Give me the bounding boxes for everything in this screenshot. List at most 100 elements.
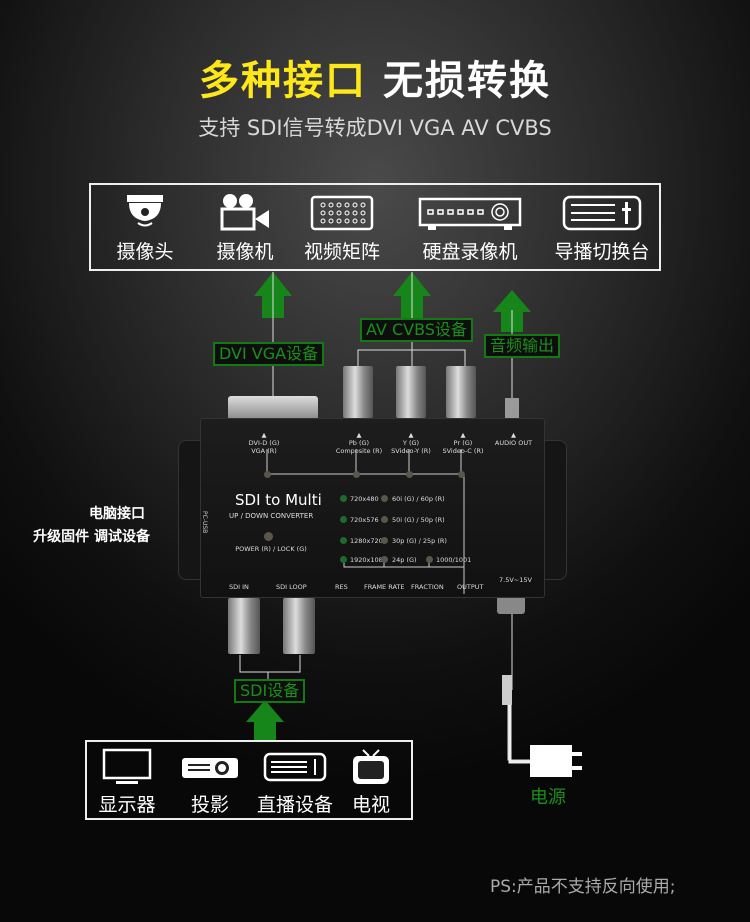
label-audio-out: 音频输出	[484, 334, 561, 358]
dvr-icon	[418, 197, 522, 230]
switcher-icon	[562, 195, 642, 231]
input-device-item: 电视	[341, 748, 401, 817]
label-power: 电源	[530, 787, 566, 808]
panel-lines	[266, 449, 465, 594]
up-arrow-icon	[246, 700, 284, 742]
dome-camera-icon	[127, 195, 163, 227]
input-device-item: 显示器	[93, 748, 161, 817]
input-device-label: 投影	[190, 794, 229, 816]
led-res-1920x1080	[340, 556, 347, 563]
led-fr	[381, 495, 388, 502]
output-device-label: 硬盘录像机	[422, 241, 518, 263]
audio-jack	[505, 398, 519, 418]
pc-port-desc: 升级固件 调试设备	[33, 529, 150, 545]
port-label-line: SVideo-C (R)	[442, 447, 484, 455]
led-fr	[381, 537, 388, 544]
output-device-item: 导播切换台	[549, 193, 655, 264]
output-device-label: 摄像头	[116, 241, 174, 263]
res-label: 1920x1080	[350, 556, 387, 564]
led-power-lock	[264, 532, 273, 541]
device-subtitle: UP / DOWN CONVERTER	[229, 512, 314, 520]
bnc-connector-pr	[446, 366, 476, 418]
page-title: 多种接口 无损转换	[0, 48, 750, 106]
fr-label: 60i (G) / 60p (R)	[392, 495, 445, 503]
led-dvi	[264, 471, 271, 478]
led-pr	[458, 471, 465, 478]
bottom-port-label: FRACTION	[411, 583, 444, 591]
tv-icon	[353, 749, 389, 784]
output-device-item: 视频矩阵	[297, 193, 387, 264]
output-device-label: 摄像机	[216, 241, 274, 263]
port-label-dvi: ▲DVI-D (G)VGA (R)	[248, 431, 280, 455]
pc-usb-label: PC-USB	[201, 511, 208, 534]
bnc-connector-sdi-loop	[283, 598, 315, 654]
output-device-item: 摄像头	[105, 193, 185, 264]
output-device-label: 导播切换台	[554, 241, 650, 263]
output-devices-box: 摄像头 摄像机 视频矩阵 硬盘录像机 导播切换台	[89, 183, 661, 271]
power-jack	[497, 596, 525, 614]
led-res-720x576	[340, 516, 347, 523]
output-device-item: 硬盘录像机	[407, 193, 533, 264]
bottom-port-label: SDI LOOP	[276, 583, 307, 591]
bottom-port-label: RES	[335, 583, 348, 591]
port-label-line: Pb (G)	[348, 439, 370, 447]
port-label-line: SVideo-Y (R)	[391, 447, 431, 455]
bnc-connector-y	[396, 366, 426, 418]
note-text: PS:产品不支持反向使用;	[490, 877, 676, 897]
broadcast-device-icon	[263, 752, 327, 782]
input-device-label: 显示器	[98, 794, 156, 816]
input-devices-box: 显示器 投影 直播设备 电视	[85, 740, 413, 820]
bottom-port-label: SDI IN	[229, 583, 249, 591]
page-subtitle: 支持 SDI信号转成DVI VGA AV CVBS	[198, 116, 552, 140]
pc-port-label: 电脑接口	[89, 506, 145, 522]
title-rest: 无损转换	[367, 58, 551, 104]
converter-device: ▲DVI-D (G)VGA (R) ▲Pb (G)Composite (R) ▲…	[200, 418, 545, 598]
power-lock-label: POWER (R) / LOCK (G)	[235, 545, 307, 553]
fraction-label: 1000/1001	[436, 556, 472, 564]
led-res-720x480	[340, 495, 347, 502]
monitor-icon	[102, 748, 152, 784]
port-label-line: Y (G)	[402, 439, 420, 447]
input-device-item: 投影	[175, 748, 245, 817]
fr-label: 24p (G)	[392, 556, 417, 564]
res-label: 1280x720	[350, 537, 383, 545]
led-res-1280x720	[340, 537, 347, 544]
title-highlight: 多种接口	[199, 58, 368, 104]
bnc-connector-pb	[343, 366, 373, 418]
video-camera-icon	[220, 194, 269, 231]
led-y	[406, 471, 413, 478]
bnc-connector-sdi-in	[228, 598, 260, 654]
port-label-line: VGA (R)	[251, 447, 277, 455]
bottom-port-label: FRAME RATE	[364, 583, 405, 591]
bottom-port-label: 7.5V~15V	[499, 576, 532, 584]
port-label-y: ▲Y (G)SVideo-Y (R)	[391, 431, 431, 455]
power-adapter-icon	[530, 745, 572, 777]
label-av-cvbs: AV CVBS设备	[360, 318, 473, 342]
fr-label: 30p (G) / 25p (R)	[392, 537, 447, 545]
port-label-pb: ▲Pb (G)Composite (R)	[335, 431, 383, 455]
dvi-connector	[228, 396, 318, 420]
port-label-audio: ▲AUDIO OUT	[494, 431, 533, 447]
video-matrix-icon	[310, 195, 374, 231]
input-device-label: 直播设备	[256, 794, 333, 816]
device-name: SDI to Multi	[235, 491, 322, 509]
label-dvi-vga: DVI VGA设备	[213, 342, 325, 366]
port-label-line: Composite (R)	[335, 447, 383, 455]
fr-label: 50i (G) / 50p (R)	[392, 516, 445, 524]
res-label: 720x576	[350, 516, 379, 524]
res-label: 720x480	[350, 495, 379, 503]
input-device-item: 直播设备	[255, 748, 335, 817]
led-fr	[381, 516, 388, 523]
led-fr	[381, 556, 388, 563]
led-fraction	[426, 556, 433, 563]
port-label-line: DVI-D (G)	[248, 439, 280, 447]
port-label-pr: ▲Pr (G)SVideo-C (R)	[442, 431, 484, 455]
port-label-line: Pr (G)	[453, 439, 473, 447]
projector-icon	[182, 758, 238, 778]
led-pb	[353, 471, 360, 478]
port-label-line: AUDIO OUT	[494, 439, 533, 447]
output-device-item: 摄像机	[205, 193, 285, 264]
input-device-label: 电视	[351, 794, 390, 816]
label-sdi: SDI设备	[234, 679, 306, 703]
